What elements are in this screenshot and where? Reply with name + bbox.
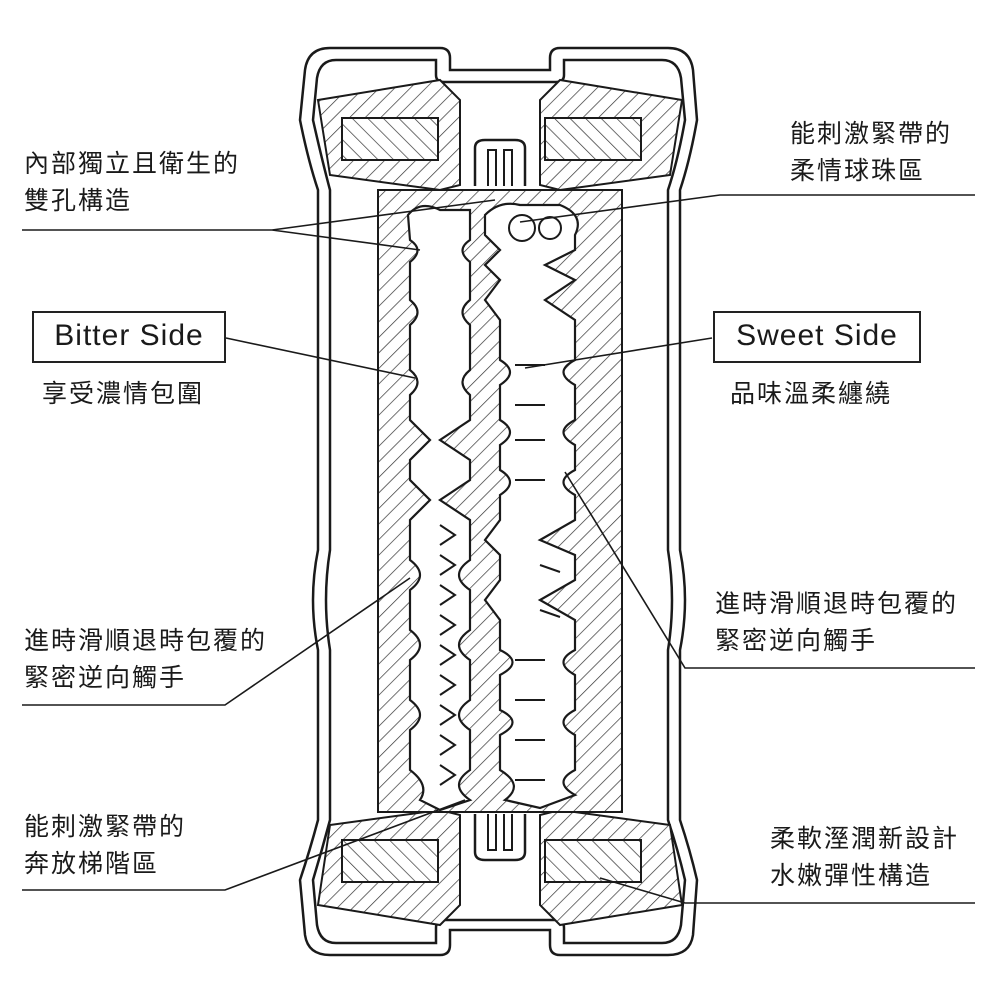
leader-bitter-side <box>225 337 416 379</box>
leader-soft-material <box>599 877 975 904</box>
label-reverse-tentacles-right: 進時滑順退時包覆的 緊密逆向觸手 <box>715 589 959 655</box>
label-stimulation-steps: 能刺激緊帶的 奔放梯階區 <box>24 812 187 878</box>
leader-stimulation-balls <box>519 194 975 223</box>
sweet-side-desc: 品味溫柔纏繞 <box>730 379 893 408</box>
top-cap <box>316 78 684 192</box>
bottom-cap <box>316 808 684 927</box>
leader-reverse-right <box>564 471 975 669</box>
leader-lines <box>22 194 975 904</box>
bitter-ribs <box>439 524 457 786</box>
bitter-side-box: Bitter Side <box>32 311 226 363</box>
label-soft-material: 柔軟溼潤新設計 水嫩彈性構造 <box>770 824 960 890</box>
bitter-channel <box>406 204 473 812</box>
bitter-side-desc: 享受濃情包圍 <box>42 379 205 408</box>
sweet-ribs <box>515 364 561 781</box>
label-inner-dual-hole: 內部獨立且衛生的 雙孔構造 <box>24 149 241 215</box>
leader-sweet-side <box>524 337 713 369</box>
label-stimulation-balls: 能刺激緊帶的 柔情球珠區 <box>790 119 953 185</box>
outer-case <box>298 46 699 957</box>
leader-inner-dual-hole <box>22 199 496 251</box>
sweet-side-title: Sweet Side <box>736 319 898 352</box>
bitter-side-title: Bitter Side <box>54 319 204 352</box>
sweet-side-box: Sweet Side <box>713 311 921 363</box>
label-reverse-tentacles-left: 進時滑順退時包覆的 緊密逆向觸手 <box>24 626 268 692</box>
leader-reverse-left <box>22 577 411 706</box>
sweet-channel <box>483 202 579 810</box>
leader-stimulation-steps <box>22 799 466 891</box>
